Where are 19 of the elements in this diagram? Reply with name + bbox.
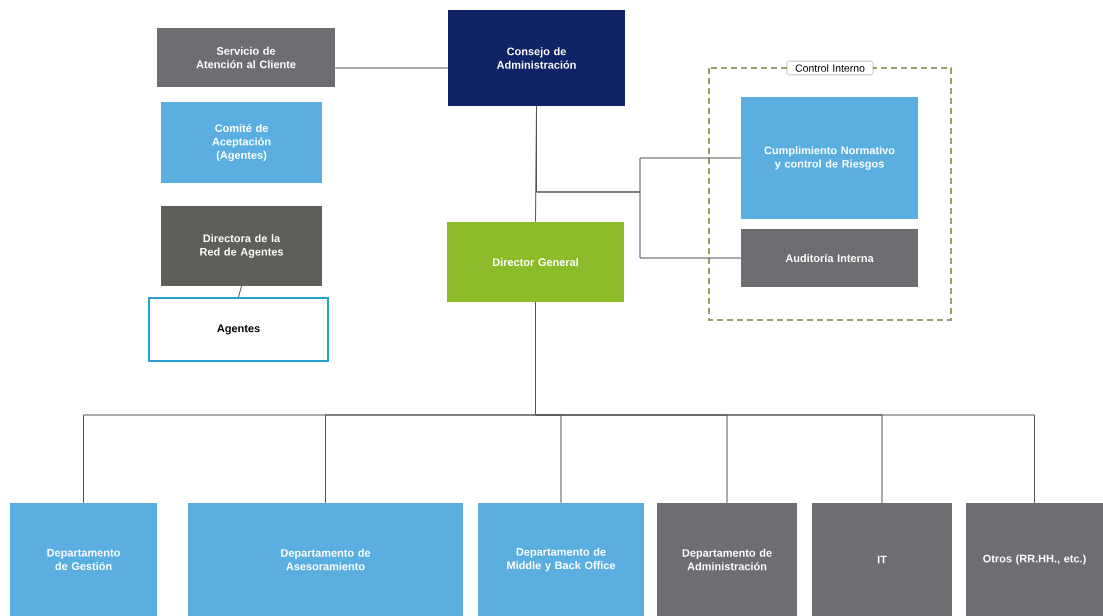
connector-line [238, 285, 242, 298]
org-box: Director General [447, 222, 624, 302]
connector-line [535, 301, 1035, 504]
org-box: Otros (RR.HH., etc.) [966, 503, 1103, 616]
org-box: Departamento de Gestión [10, 503, 157, 616]
group-heading: Control Interno [786, 60, 874, 76]
org-box: Auditoría Interna [741, 229, 918, 287]
org-box: IT [812, 503, 952, 616]
org-box: Departamento de Administración [657, 503, 797, 616]
org-box: Agentes [148, 297, 329, 362]
org-box: Comité de Aceptación (Agentes) [161, 102, 322, 183]
org-box: Departamento de Asesoramiento [188, 503, 463, 616]
org-box: Departamento de Middle y Back Office [478, 503, 644, 616]
org-box: Directora de la Red de Agentes [161, 206, 322, 286]
org-box: Servicio de Atención al Cliente [157, 28, 335, 87]
org-box: Cumplimiento Normativo y control de Riesgos [741, 97, 918, 219]
connector-line [334, 67, 449, 69]
connector-line [536, 105, 742, 259]
org-box: Consejo de Administración [448, 10, 625, 106]
